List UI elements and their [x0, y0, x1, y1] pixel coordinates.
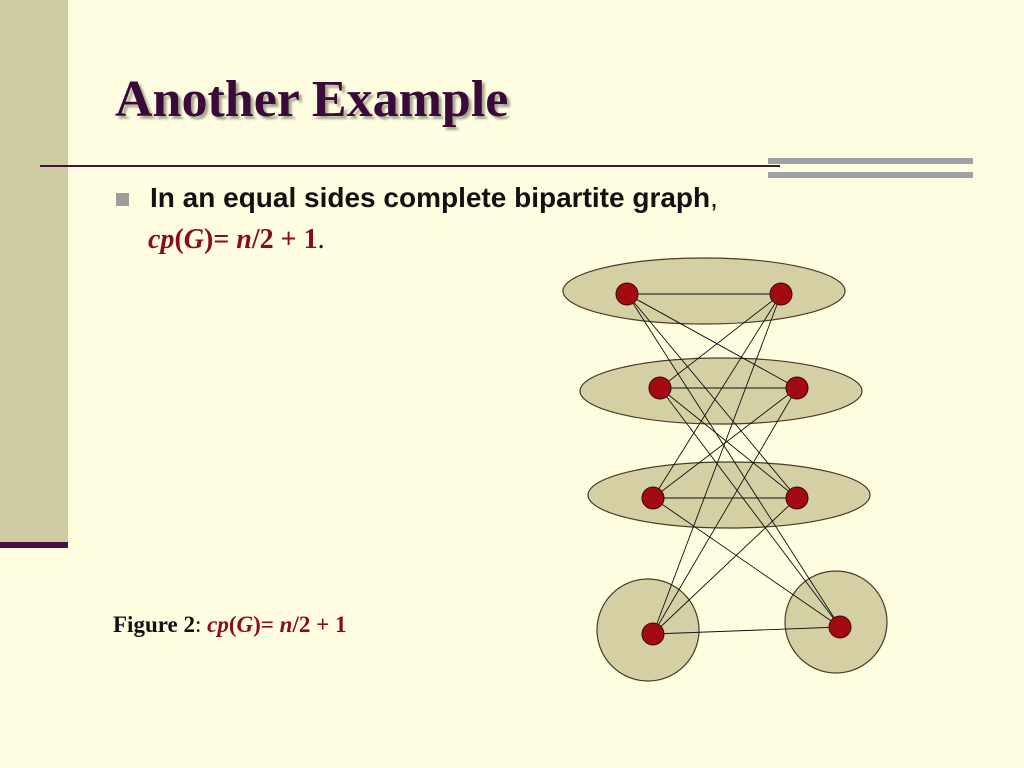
figure-caption: Figure 2: cp(G)= n/2 + 1: [113, 612, 346, 638]
vertex-right-4: [828, 615, 852, 639]
edge-l4-r1: [652, 293, 782, 635]
graph-edges: [626, 293, 841, 635]
group-ellipse-3: [587, 461, 871, 529]
group-ellipse-2: [579, 357, 863, 425]
edge-l1-r4: [626, 293, 841, 628]
vertex-right-1: [769, 282, 793, 306]
formula-period: .: [317, 224, 325, 255]
edge-l1-r3: [626, 293, 798, 499]
bullet-statement: In an equal sides complete bipartite gra…: [150, 182, 711, 213]
caption-tail: /2 + 1: [292, 612, 347, 637]
graph-vertices: [615, 282, 852, 646]
caption-close-eq: )=: [253, 612, 280, 637]
bullet-formula: cp(G)= n/2 + 1.: [148, 224, 325, 256]
edge-l4-r4: [652, 626, 841, 635]
vertex-right-3: [785, 486, 809, 510]
vertex-left-3: [641, 486, 665, 510]
caption-label: Figure 2: [113, 612, 195, 637]
title-divider-gray-bar-bottom: [768, 172, 973, 178]
vertex-left-4: [641, 622, 665, 646]
vertex-left-2: [648, 376, 672, 400]
bullet-comma: ,: [710, 182, 718, 213]
edge-l2-r4: [659, 387, 841, 628]
bullet-square-icon: [116, 193, 129, 206]
formula-g: G: [183, 224, 204, 255]
bullet-text: In an equal sides complete bipartite gra…: [150, 182, 718, 214]
caption-n: n: [279, 612, 293, 637]
caption-cp: cp: [207, 612, 229, 637]
formula-tail: /2 + 1: [251, 224, 318, 255]
edge-l4-r2: [652, 387, 798, 635]
left-accent-bar: [0, 542, 68, 548]
edge-l2-r1: [659, 293, 782, 389]
edge-l1-r2: [626, 293, 798, 389]
edge-l3-r4: [652, 497, 841, 628]
group-ellipse-1: [562, 257, 846, 325]
formula-n: n: [236, 224, 252, 255]
formula-cp: cp: [148, 224, 175, 255]
caption-open-paren: (: [228, 612, 237, 637]
edge-l2-r3: [659, 387, 798, 499]
caption-g: G: [236, 612, 254, 637]
vertex-left-1: [615, 282, 639, 306]
caption-formula: cp(G)= n/2 + 1: [207, 612, 346, 637]
caption-colon: :: [194, 612, 208, 637]
left-decorative-band: [0, 0, 68, 546]
formula-open-paren: (: [174, 224, 184, 255]
slide-title: Another Example: [115, 71, 509, 128]
edge-l3-r1: [652, 293, 782, 499]
edge-l4-r3: [652, 497, 798, 635]
formula-close-eq: )=: [204, 224, 237, 255]
title-divider-gray-bar-top: [768, 158, 973, 164]
vertex-right-2: [785, 376, 809, 400]
title-divider-line: [40, 165, 780, 167]
group-ellipses: [562, 257, 888, 682]
